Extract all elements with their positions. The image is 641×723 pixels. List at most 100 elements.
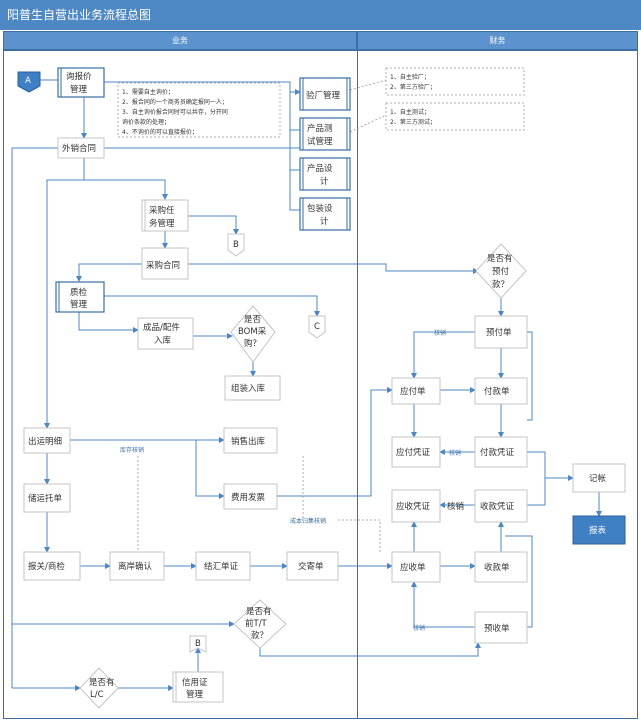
node-receivable-voucher[interactable]: 应收凭证 [391,489,441,523]
node-payment-voucher-label: 付款凭证 [480,447,515,458]
node-port-confirm[interactable]: 离岸确认 [109,551,165,581]
node-receipt-voucher[interactable]: 收款凭证 [474,489,528,523]
node-factory-mgmt-label: 验厂管理 [306,90,341,101]
writeoff-label-3: 核销 [447,501,465,512]
node-qc-mgmt[interactable]: 质检 管理 [55,281,105,313]
node-prepay-check-line3: 款？ [492,279,509,290]
node-bom-check[interactable]: 是否 BOM采 购？ [230,305,276,363]
node-packaging-design-line1: 包装设 [307,203,333,214]
node-assembly-in-label: 组装入库 [231,383,266,394]
node-payable-label: 应付单 [400,386,426,397]
node-lc-mgmt-line1: 信用证 [182,677,208,688]
inquiry-rule-3: 3、自主询价报合同时可以共存，分开同 [122,108,228,116]
node-booking-label: 储运托单 [28,493,63,504]
node-tt-check-line1: 是否有 [246,606,272,617]
node-settlement[interactable]: 结汇单证 [195,551,251,581]
node-prepay-bill-label: 预付单 [486,327,512,338]
node-receipt-bill[interactable]: 收款单 [474,551,528,583]
node-settlement-label: 结汇单证 [204,561,239,572]
node-receipt-bill-label: 收款单 [484,562,510,573]
node-factory-mgmt[interactable]: 验厂管理 [299,77,351,111]
node-prepay-check-line1: 是否有 [487,253,513,264]
node-customs[interactable]: 报关/商检 [23,551,81,581]
node-prepay-bill[interactable]: 预付单 [474,315,528,349]
node-lc-mgmt-line2: 管理 [186,689,204,700]
node-tt-check-line2: 前T/T [245,618,268,629]
node-bookkeeping[interactable]: 记帐 [572,463,626,493]
node-receivable-label: 应收单 [400,562,426,573]
node-bom-check-line2: BOM采 [238,326,267,337]
node-product-test[interactable]: 产品测 试管理 [299,117,351,151]
node-lc-check[interactable]: 是否有 L/C [79,667,119,709]
writeoff-label-2: 核销 [449,449,461,457]
inquiry-rule-4: 4、不询价的可以直接报价； [122,128,198,136]
node-packaging-design[interactable]: 包装设 计 [299,197,351,231]
lane-header-finance: 财务 [357,31,638,50]
node-expense-invoice-label: 费用发票 [231,492,266,503]
node-qc-mgmt-line2: 管理 [70,299,88,310]
node-payable-voucher[interactable]: 应付凭证 [391,436,441,468]
node-sales-out-label: 销售出库 [231,436,266,447]
node-purchase-contract[interactable]: 采购合同 [141,247,189,280]
node-purchase-task[interactable]: 采购任 务管理 [141,199,189,232]
node-purchase-task-line1: 采购任 [149,205,175,216]
inquiry-rule-3b: 询价条款的处理； [122,118,170,126]
node-bom-check-line3: 购？ [244,338,261,349]
node-sales-out[interactable]: 销售出库 [223,427,278,454]
node-report[interactable]: 报表 [572,515,626,545]
node-product-test-line1: 产品测 [307,123,333,134]
node-product-design-line1: 产品设 [307,163,333,174]
swimlane-frame [3,50,638,719]
node-prereceipt-bill[interactable]: 预收单 [474,611,528,644]
node-shipping-detail[interactable]: 出运明细 [23,427,71,454]
node-tt-check[interactable]: 是否有 前T/T 款？ [233,599,287,649]
node-payment-bill[interactable]: 付款单 [474,377,528,405]
node-doc-send[interactable]: 交寄单 [286,551,339,581]
node-inquiry-line1: 询报价 [66,71,92,82]
node-report-label: 报表 [589,525,607,536]
node-product-design-line2: 计 [320,176,329,187]
node-inquiry[interactable]: 询报价 管理 [57,67,105,98]
node-purchase-contract-label: 采购合同 [146,260,180,271]
node-finished-in-line2: 入库 [154,335,172,346]
factory-rule-2: 2、第三方验厂； [390,83,436,91]
inventory-check-label: 库存核销 [120,446,144,454]
node-shipping-detail-label: 出运明细 [28,436,62,447]
node-expense-invoice[interactable]: 费用发票 [223,483,278,510]
test-rule-2: 2、第三方测试； [390,118,436,126]
page-title: 阳普生自营出业务流程总图 [0,0,641,30]
connector-c [308,315,326,339]
node-export-contract[interactable]: 外销合同 [57,137,105,159]
node-product-design[interactable]: 产品设 计 [299,157,351,191]
inquiry-rule-2: 2、报合同的一个商务员确定报同一人； [122,98,228,106]
node-assembly-in[interactable]: 组装入库 [224,375,281,401]
lane-header-business: 业务 [3,31,357,50]
node-payment-voucher[interactable]: 付款凭证 [474,436,528,468]
node-prereceipt-bill-label: 预收单 [484,623,510,634]
connector-b2 [189,635,207,653]
connector-a-label: A [25,76,31,86]
node-packaging-design-line2: 计 [320,216,329,227]
node-prepay-check[interactable]: 是否有 预付 款？ [475,243,527,299]
cost-check-label: 成本归集核销 [290,517,326,525]
node-payable[interactable]: 应付单 [391,377,441,405]
factory-rule-1: 1、自主验厂； [390,73,430,81]
node-booking[interactable]: 储运托单 [23,483,71,513]
connector-b1-label: B [233,240,239,250]
node-customs-label: 报关/商检 [28,561,65,572]
node-lc-mgmt[interactable]: 信用证 管理 [172,671,224,703]
node-payment-bill-label: 付款单 [484,386,510,397]
node-finished-in[interactable]: 成品/配件 入库 [137,317,194,350]
node-export-contract-label: 外销合同 [62,143,96,154]
node-receipt-voucher-label: 收款凭证 [480,501,515,512]
inquiry-rules-note [117,82,281,138]
factory-rules-note [385,67,525,96]
node-lc-check-line1: 是否有 [89,677,115,688]
test-rules-note [385,102,525,131]
node-doc-send-label: 交寄单 [298,561,324,572]
node-purchase-task-line2: 务管理 [149,218,175,229]
inquiry-rule-1: 1、需要自主询价； [122,88,174,96]
node-receivable-voucher-label: 应收凭证 [396,501,431,512]
node-receivable[interactable]: 应收单 [391,551,441,583]
